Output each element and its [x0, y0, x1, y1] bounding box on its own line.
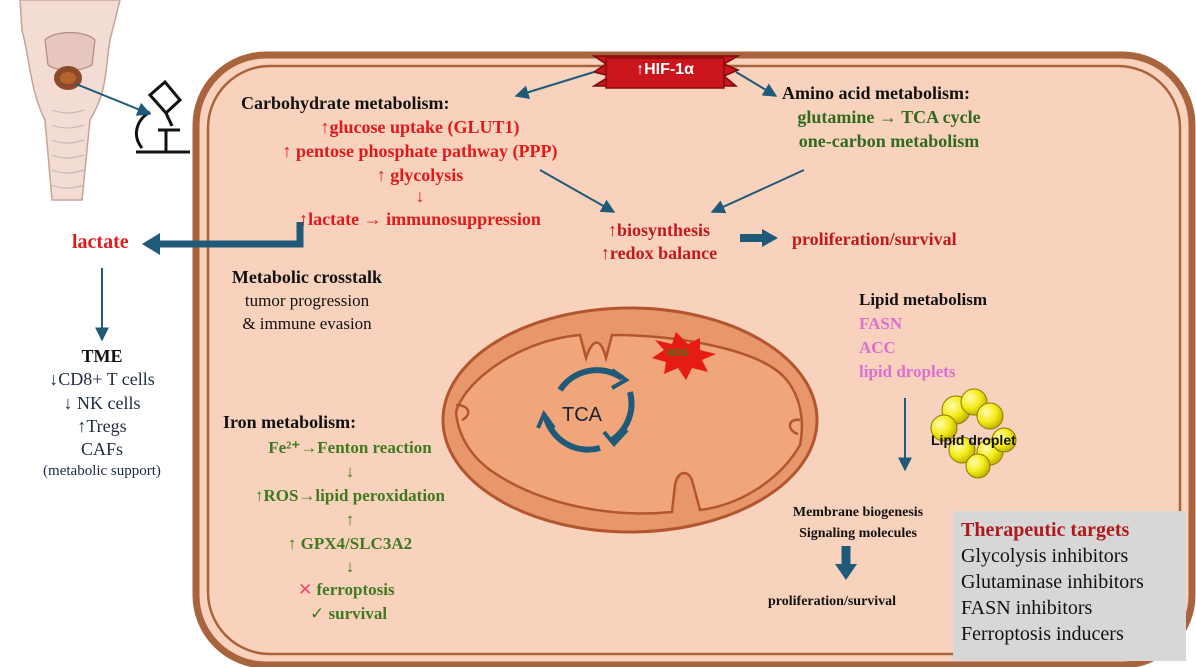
thyroid-to-microscope-arrow [75, 83, 152, 116]
ferroptosis-item: ✕ ferroptosis [298, 580, 395, 601]
amino-to-biosynthesis-arrow [710, 169, 805, 214]
carbohydrate-line: ↑ pentose phosphate pathway (PPP) [282, 141, 558, 161]
carbohydrate-to-biosynthesis-arrow [539, 169, 616, 213]
carbohydrate-line: ↑lactate → immunosuppression [299, 209, 541, 229]
tme-line: CAFs [80, 439, 124, 459]
therapeutic-title: Therapeutic targets [961, 519, 1130, 541]
membrane-line: Membrane biogenesis [792, 505, 924, 520]
ros-label: ROS [667, 348, 689, 359]
tme-line: ↑Tregs [77, 416, 127, 436]
carbohydrate-title: Carbohydrate metabolism: [241, 93, 450, 113]
carbohydrate-down-arrow: ↓ [415, 186, 425, 206]
crosstalk-line: tumor progression [244, 291, 370, 310]
iron-line: ↑ GPX4/SLC3A2 [287, 534, 413, 553]
lactate-export-arrow [158, 222, 304, 248]
crosstalk-line: & immune evasion [242, 314, 372, 333]
iron-arrow: ↓ [345, 462, 355, 481]
ros-burst-icon [652, 332, 716, 380]
hif-label: ↑HIF-1α [636, 61, 694, 78]
hif-to-amino-arrow [735, 71, 778, 97]
tca-cycle-icon [536, 367, 635, 453]
tca-label: TCA [562, 404, 602, 426]
lipid-droplet-icon [930, 388, 1017, 479]
lipid-line: lipid droplets [859, 362, 956, 381]
carbohydrate-line: ↑glucose uptake (GLUT1) [320, 117, 520, 137]
microscope-icon [134, 79, 190, 154]
amino-line: glutamine → TCA cycle [797, 107, 981, 127]
check-icon: ✓ [310, 604, 325, 624]
iron-line: ↑ROS→lipid peroxidation [254, 486, 446, 505]
tme-line: (metabolic support) [43, 463, 161, 479]
amino-title: Amino acid metabolism: [782, 83, 970, 103]
biosynthesis-line: ↑biosynthesis [607, 220, 711, 240]
proliferation-bottom: proliferation/survival [768, 594, 897, 609]
carbohydrate-line: ↑ glycolysis [376, 165, 464, 185]
therapeutic-targets-box: Therapeutic targets Glycolysis inhibitor… [953, 511, 1186, 661]
crosstalk-title: Metabolic crosstalk [231, 267, 383, 287]
iron-arrow: ↓ [345, 557, 355, 576]
ferroptosis-label: ferroptosis [316, 580, 395, 599]
therapeutic-item: Glycolysis inhibitors [961, 545, 1129, 567]
thyroid-anatomy-icon [19, 0, 121, 201]
therapeutic-item: Ferroptosis inducers [961, 623, 1124, 645]
survival-label: survival [328, 604, 388, 623]
lipid-line: FASN [859, 314, 903, 333]
lipid-title: Lipid metabolism [859, 290, 987, 309]
iron-line: Fe²⁺→Fenton reaction [268, 438, 432, 457]
therapeutic-item: Glutaminase inhibitors [961, 571, 1144, 593]
iron-arrow: ↑ [345, 510, 355, 529]
hif-banner [591, 55, 741, 89]
hif-to-carbohydrate-arrow [514, 71, 595, 99]
survival-item: ✓ survival [310, 604, 387, 625]
lactate-label: lactate [72, 231, 129, 253]
redox-line: ↑redox balance [600, 243, 718, 263]
proliferation-top: proliferation/survival [792, 229, 957, 249]
tme-title: TME [81, 346, 123, 366]
therapeutic-item: FASN inhibitors [961, 597, 1093, 619]
cross-icon: ✕ [298, 580, 313, 600]
iron-title: Iron metabolism: [223, 412, 357, 432]
lipid-droplet-label: Lipid droplet [931, 432, 1016, 448]
tme-line: ↓CD8+ T cells [49, 369, 155, 389]
tme-line: ↓ NK cells [63, 393, 141, 413]
membrane-line: Signaling molecules [799, 526, 917, 541]
lipid-line: ACC [859, 338, 896, 357]
amino-line: one-carbon metabolism [798, 131, 980, 151]
